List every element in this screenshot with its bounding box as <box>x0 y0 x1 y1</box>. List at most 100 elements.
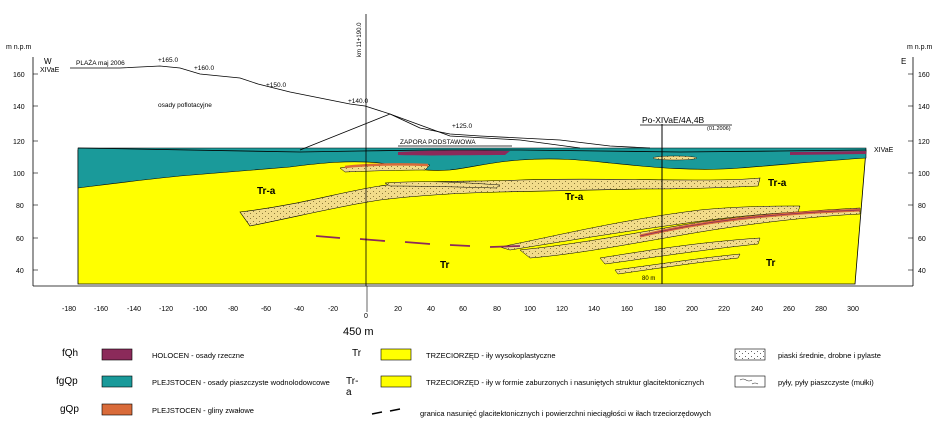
x-tick: -140 <box>127 306 141 313</box>
legend-swatch-tertiary <box>380 348 412 361</box>
x-tick: 300 <box>847 306 859 313</box>
scale-label: 450 m <box>343 326 374 338</box>
unit-label-tra: Tr-a <box>768 178 787 189</box>
glacitectonic-boundary <box>315 235 521 248</box>
x-tick: -40 <box>294 306 304 313</box>
legend-desc-tra: TRZECIORZĘD - iły w formie zaburzonych i… <box>426 378 705 387</box>
y-tick: 80 <box>16 203 24 210</box>
legend-swatch-holocene <box>101 348 133 361</box>
x-tick: -120 <box>159 306 173 313</box>
unit-label-tra: Tr-a <box>257 186 276 197</box>
holocene-lens <box>398 150 510 156</box>
y-tick: 160 <box>918 72 930 79</box>
y-tick: 160 <box>13 72 25 79</box>
x-tick: 180 <box>654 306 666 313</box>
tailings-label: osady poflotacyjne <box>158 102 212 109</box>
till-streak-upper <box>344 163 429 169</box>
legend-desc-boundary: granica nasunięć glacitektonicznych i po… <box>420 409 711 418</box>
west-label: W <box>44 57 52 66</box>
ground-surface-line <box>77 147 867 153</box>
x-tick: 80 <box>493 306 501 313</box>
tra-lens-lower-2 <box>519 207 861 259</box>
legend-swatch-fluvioglacial <box>101 375 133 388</box>
left-axis-unit: m n.p.m <box>6 44 31 51</box>
legend-swatch-tra <box>380 375 412 388</box>
x-tick: -100 <box>193 306 207 313</box>
legend-swatch-till <box>101 403 133 416</box>
legend-sym-gqp: gQp <box>60 404 79 415</box>
x-tick: 160 <box>621 306 633 313</box>
tra-band-middle <box>384 181 501 189</box>
elevation-label: +140.0 <box>348 98 368 105</box>
x-tick: -180 <box>62 306 76 313</box>
legend-desc-gqp: PLEJSTOCEN - gliny zwałowe <box>152 406 254 415</box>
legend-silt-symbol <box>739 378 759 385</box>
elevation-label: +160.0 <box>194 65 214 72</box>
borehole-label: Po-XIVaE/4A,4B <box>642 115 705 125</box>
elevation-label: +165.0 <box>158 57 178 64</box>
dam-slope <box>299 113 581 151</box>
tra-lens-lower-1 <box>499 205 801 251</box>
holocene-lens-east <box>790 151 866 155</box>
y-tick: 120 <box>918 139 930 146</box>
km-label: km 11+190.0 <box>357 22 363 57</box>
east-label: E <box>901 57 906 66</box>
legend-desc-silt: pyły, pyły piaszczyste (mułki) <box>778 378 874 387</box>
dam-label: ZAPORA PODSTAWOWA <box>400 139 476 146</box>
x-tick: -60 <box>261 306 271 313</box>
x-tick: 200 <box>686 306 698 313</box>
legend-boundary-line <box>371 408 401 415</box>
y-tick: 140 <box>13 104 25 111</box>
east-code: XIVaE <box>874 147 894 154</box>
unit-label-tr: Tr <box>440 260 450 271</box>
sand-lens-near-borehole <box>652 155 698 161</box>
depth-label: 80 m <box>642 276 655 282</box>
x-tick: -160 <box>94 306 108 313</box>
legend-swatch-sand <box>734 348 766 361</box>
legend-swatch-silt <box>734 375 766 388</box>
borehole-date: (01.2006) <box>707 126 731 132</box>
left-axis: m n.p.m 160 140 120 100 80 60 40 <box>6 44 38 286</box>
legend-sym-tr: Tr <box>352 348 362 359</box>
legend-desc-tr: TRZECIORZĘD - iły wysokoplastyczne <box>426 351 556 360</box>
legend-desc-fgqp: PLEJSTOCEN - osady piaszczyste wodnolodo… <box>152 378 330 387</box>
y-tick: 100 <box>918 171 930 178</box>
elevation-label: +150.0 <box>266 82 286 89</box>
x-tick: -20 <box>328 306 338 313</box>
x-tick: 100 <box>524 306 536 313</box>
west-code: XIVaE <box>40 67 60 74</box>
unit-label-tra: Tr-a <box>565 192 584 203</box>
x-tick: 240 <box>751 306 763 313</box>
y-tick: 100 <box>13 171 25 178</box>
legend-sym-fgqp: fgQp <box>56 376 78 387</box>
y-tick: 60 <box>16 236 24 243</box>
legend-swatches <box>101 348 766 416</box>
beach-label: PLAŻA maj 2006 <box>76 58 125 67</box>
x-axis <box>33 285 913 312</box>
x-tick: -80 <box>228 306 238 313</box>
x-tick: 0 <box>364 313 368 320</box>
x-tick: 40 <box>427 306 435 313</box>
legend-desc-sand: piaski średnie, drobne i pylaste <box>778 351 881 360</box>
right-axis: m n.p.m 160 140 120 100 80 60 40 <box>907 44 932 286</box>
legend-sym-fqh: fQh <box>62 348 79 359</box>
tra-lens-lower-4 <box>614 253 741 275</box>
unit-label-tr: Tr <box>766 258 776 269</box>
legend-desc-fqh: HOLOCEN - osady rzeczne <box>152 351 245 360</box>
tra-lens-lower-3 <box>599 237 761 265</box>
x-tick: 280 <box>815 306 827 313</box>
x-tick: 20 <box>394 306 402 313</box>
x-tick-labels: -180 -160 -140 -120 -100 -80 -60 -40 -20… <box>62 306 859 320</box>
y-tick: 80 <box>918 203 926 210</box>
y-tick: 40 <box>16 268 24 275</box>
right-axis-unit: m n.p.m <box>907 44 932 51</box>
y-tick: 140 <box>918 104 930 111</box>
x-tick: 140 <box>588 306 600 313</box>
y-tick: 60 <box>918 236 926 243</box>
x-tick: 260 <box>783 306 795 313</box>
y-tick: 120 <box>13 139 25 146</box>
x-tick: 220 <box>718 306 730 313</box>
legend-sym-tra: Tr-a <box>346 376 359 398</box>
x-tick: 120 <box>556 306 568 313</box>
